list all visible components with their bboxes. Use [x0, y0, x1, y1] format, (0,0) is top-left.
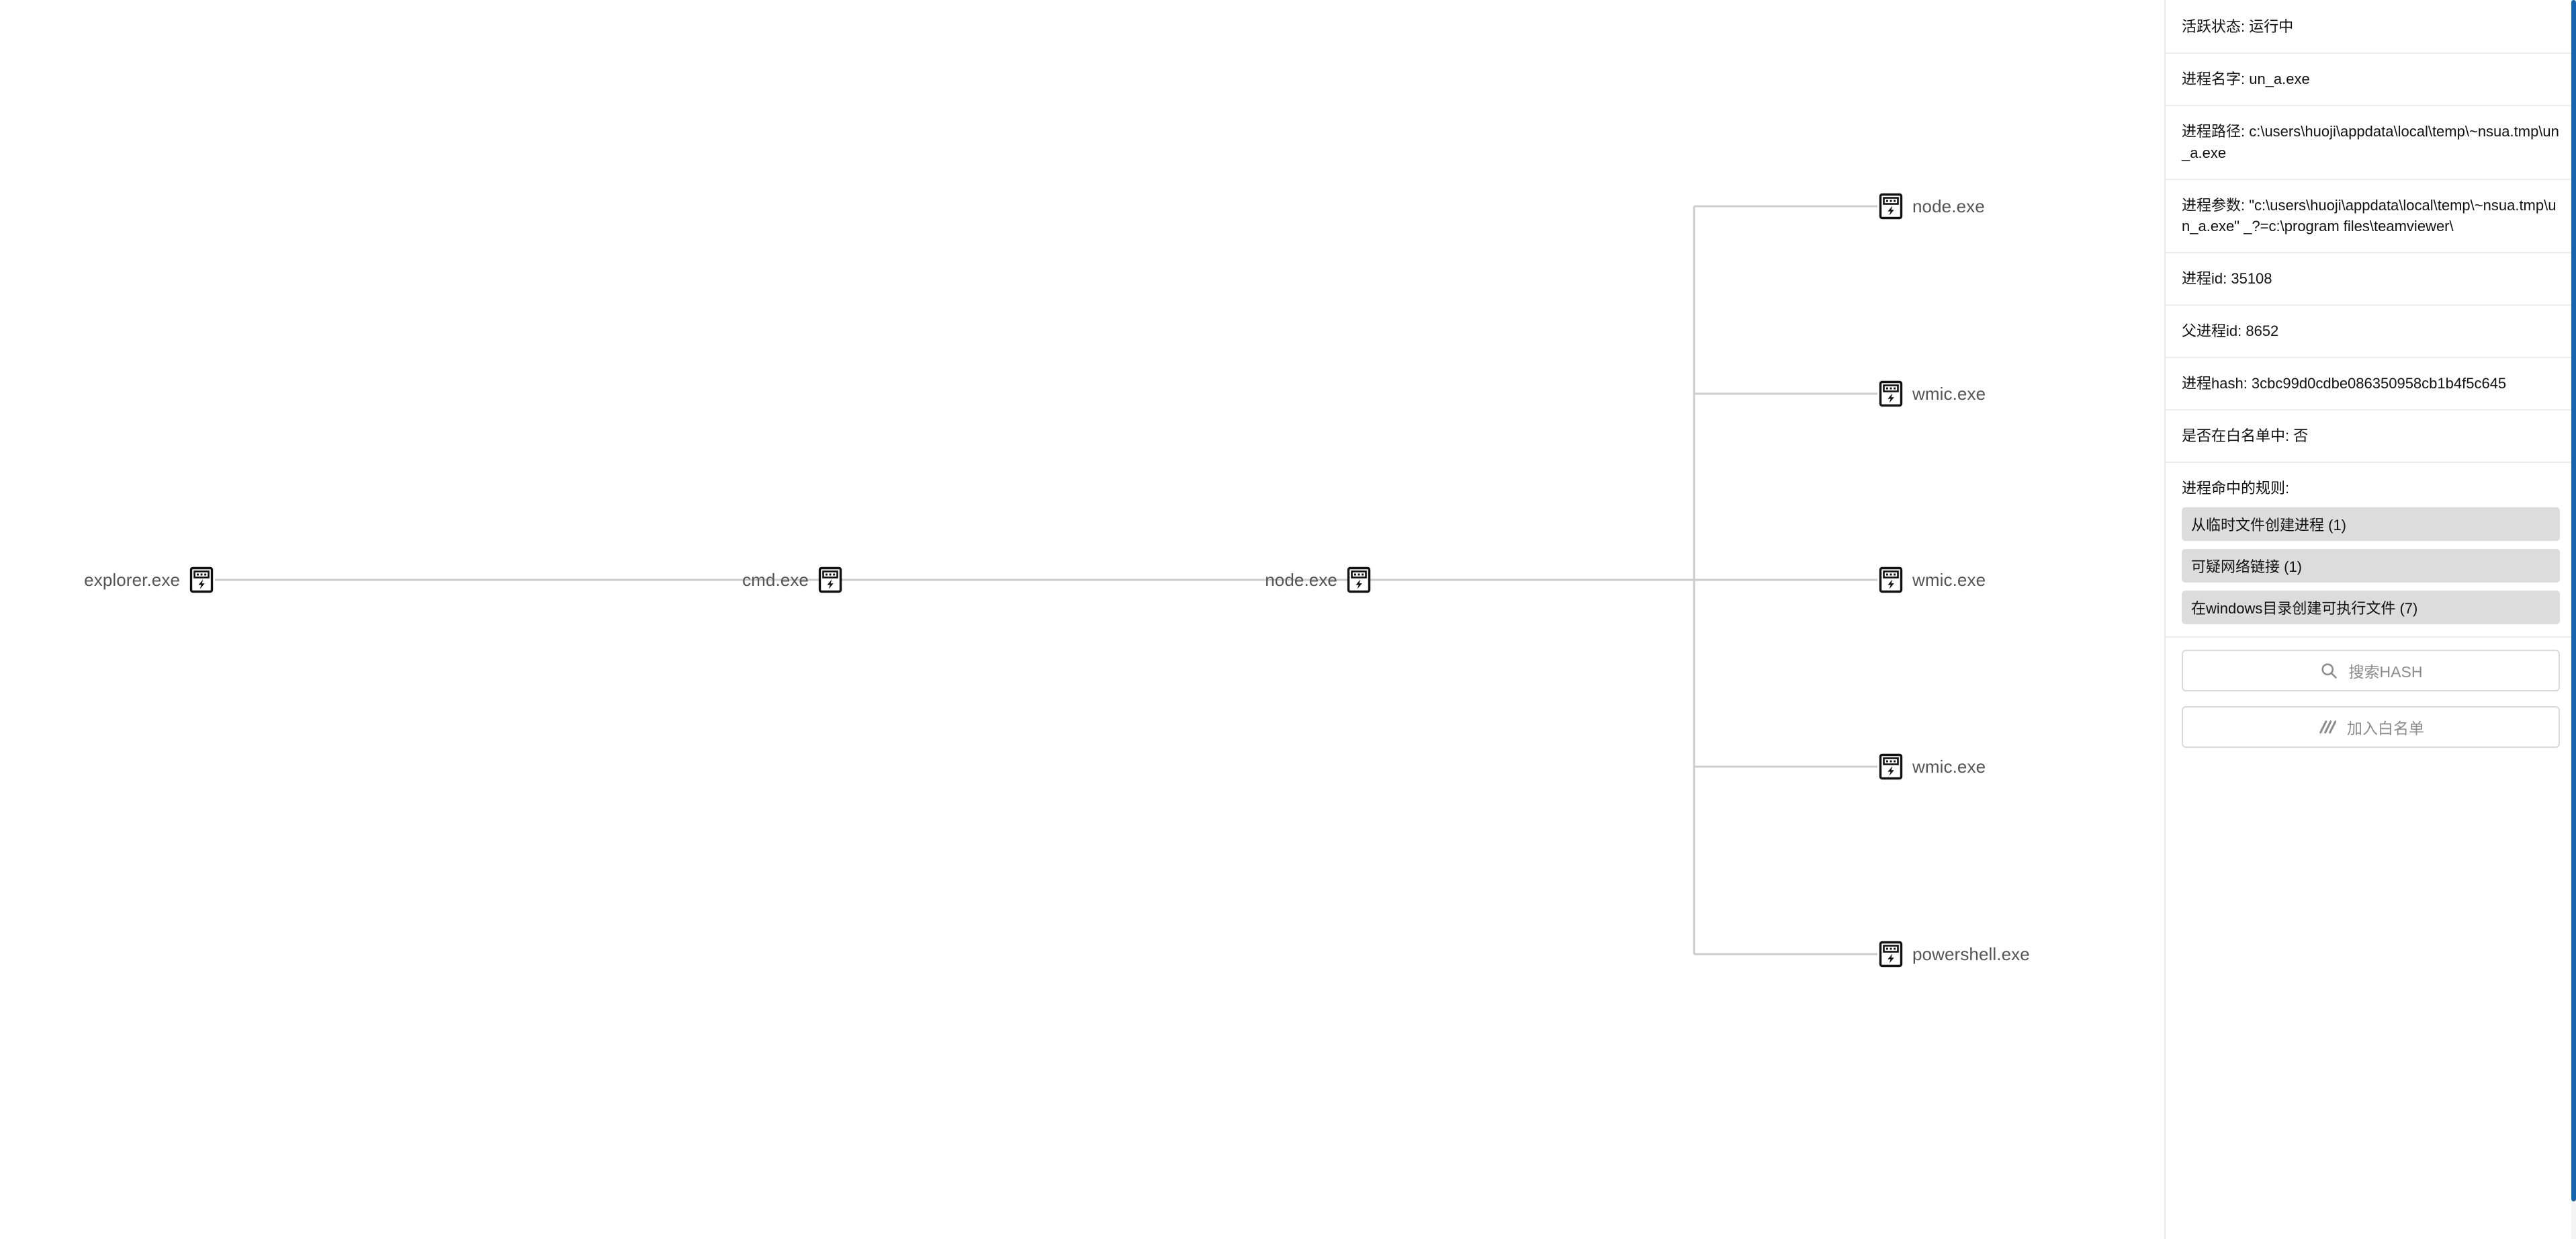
info-row-in_whitelist: 是否在白名单中: 否: [2166, 411, 2576, 463]
process-node-label: node.exe: [1265, 569, 1337, 590]
info-row-process_hash: 进程hash: 3cbc99d0cdbe086350958cb1b4f5c645: [2166, 358, 2576, 411]
info-row-process_name: 进程名字: un_a.exe: [2166, 54, 2576, 106]
info-row-active_status: 活跃状态: 运行中: [2166, 0, 2576, 54]
process-window-lightning-icon: [1879, 941, 1903, 968]
tree-edges: [215, 205, 1877, 955]
page-scrollbar[interactable]: [2571, 0, 2576, 1239]
process-node-child_node[interactable]: node.exe: [1877, 193, 1985, 220]
process-node-cmd[interactable]: cmd.exe: [742, 566, 844, 593]
process-node-label: powershell.exe: [1912, 943, 2030, 964]
process-node-child_wmic1[interactable]: wmic.exe: [1877, 380, 1986, 407]
matched-rules-section: 进程命中的规则: 从临时文件创建进程 (1) 可疑网络链接 (1) 在windows…: [2166, 463, 2576, 638]
process-window-lightning-icon: [189, 566, 214, 593]
process-node-explorer[interactable]: explorer.exe: [84, 566, 215, 593]
process-window-lightning-icon: [1347, 566, 1371, 593]
process-node-child_ps[interactable]: powershell.exe: [1877, 941, 2030, 968]
diagonal-stripes-icon: [2317, 718, 2337, 736]
process-window-lightning-icon: [1879, 380, 1903, 407]
process-node-label: wmic.exe: [1912, 569, 1986, 590]
process-node-label: wmic.exe: [1912, 756, 1986, 777]
process-node-child_wmic2[interactable]: wmic.exe: [1877, 566, 1986, 593]
matched-rules-list: 从临时文件创建进程 (1) 可疑网络链接 (1) 在windows目录创建可执行文件…: [2182, 507, 2560, 624]
process-node-child_wmic3[interactable]: wmic.exe: [1877, 753, 1986, 780]
process-node-label: cmd.exe: [742, 569, 809, 590]
rule-tag[interactable]: 可疑网络链接 (1): [2182, 548, 2560, 583]
process-window-lightning-icon: [1879, 193, 1903, 220]
info-row-process_path: 进程路径: c:\users\huoji\appdata\local\temp\…: [2166, 106, 2576, 180]
info-row-process_id: 进程id: 35108: [2166, 253, 2576, 306]
info-row-process_args: 进程参数: "c:\users\huoji\appdata\local\temp…: [2166, 180, 2576, 254]
process-node-label: wmic.exe: [1912, 383, 1986, 404]
info-row-parent_id: 父进程id: 8652: [2166, 306, 2576, 359]
search-hash-label: 搜索HASH: [2348, 663, 2423, 681]
search-icon: [2319, 661, 2338, 680]
rule-tag[interactable]: 从临时文件创建进程 (1): [2182, 507, 2560, 541]
process-window-lightning-icon: [1879, 753, 1903, 780]
process-window-lightning-icon: [818, 566, 842, 593]
panel-actions: 搜索HASH 加入白名单: [2166, 638, 2576, 748]
page-scrollbar-thumb[interactable]: [2571, 0, 2576, 1201]
process-node-label: node.exe: [1912, 196, 1985, 216]
add-to-whitelist-label: 加入白名单: [2347, 719, 2424, 737]
add-to-whitelist-button[interactable]: 加入白名单: [2182, 706, 2560, 748]
matched-rules-title: 进程命中的规则:: [2182, 479, 2290, 497]
process-node-label: explorer.exe: [84, 569, 180, 590]
search-hash-button[interactable]: 搜索HASH: [2182, 649, 2560, 691]
process-node-node_parent[interactable]: node.exe: [1265, 566, 1372, 593]
rule-tag[interactable]: 在windows目录创建可执行文件 (7): [2182, 590, 2560, 624]
process-tree-canvas[interactable]: explorer.exe cmd.exe node.exe node.exe wmic.…: [0, 0, 2164, 1239]
process-window-lightning-icon: [1879, 566, 1903, 593]
